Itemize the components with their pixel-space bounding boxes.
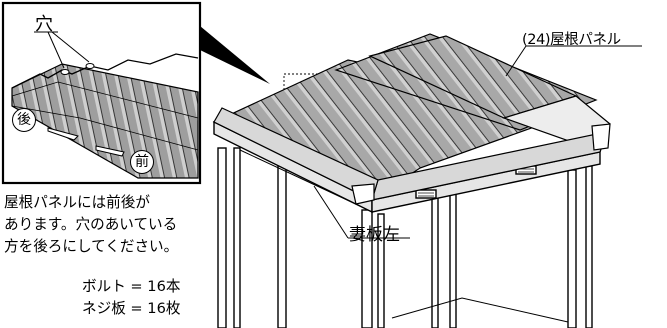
note-line-2: あります。穴のあいている: [4, 216, 178, 233]
frame: [213, 120, 601, 328]
hole-mark: [60, 69, 70, 75]
note-line-3: 方を後ろにしてください。: [4, 238, 179, 255]
roof-panels: [212, 33, 611, 205]
parts-list: ボルト = 16本 ネジ板 = 16枚: [82, 276, 180, 320]
back-arrow-icon: [47, 127, 79, 141]
parts-item-nut-plate: ネジ板 = 16枚: [82, 300, 181, 317]
gable-left-label: 妻板左: [349, 225, 400, 245]
instruction-note: 屋根パネルには前後が あります。穴のあいている 方を後ろにしてください。: [4, 192, 204, 258]
gable-leader: [313, 185, 349, 239]
hole-label: 穴: [35, 14, 53, 35]
front-label: 前: [130, 150, 154, 174]
callout-pointer: [200, 26, 270, 84]
roof-panel-label: (24)屋根パネル: [522, 32, 621, 48]
back-label: 後: [12, 108, 36, 132]
hole-mark: [85, 63, 95, 69]
front-arrow-icon: [95, 145, 125, 157]
detail-inset: [1, 1, 202, 185]
roof-panel-leader: [505, 45, 527, 77]
note-line-1: 屋根パネルには前後が: [4, 194, 150, 211]
parts-item-bolt: ボルト = 16本: [82, 278, 181, 295]
